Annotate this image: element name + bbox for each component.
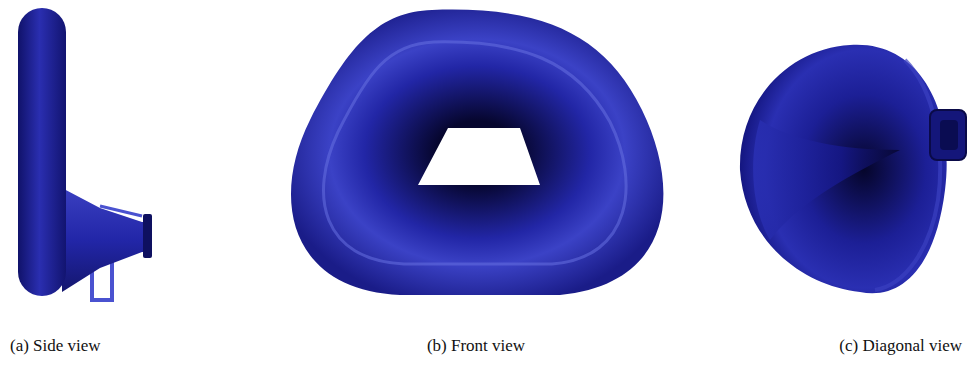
ring-rim (875, 60, 940, 290)
flange (930, 110, 966, 160)
funnel-edge (100, 206, 142, 216)
torus-diagonal (740, 45, 947, 294)
flange-opening (940, 120, 958, 150)
view-caption: (a) Side view (10, 336, 101, 356)
highlight (323, 42, 626, 264)
view-caption: (c) Diagonal view (839, 336, 962, 356)
view-caption: (b) Front view (427, 336, 525, 356)
torus-side (18, 8, 66, 296)
flange (143, 214, 152, 258)
funnel (62, 188, 146, 292)
funnel-cone (753, 120, 900, 240)
torus-front (291, 10, 663, 295)
